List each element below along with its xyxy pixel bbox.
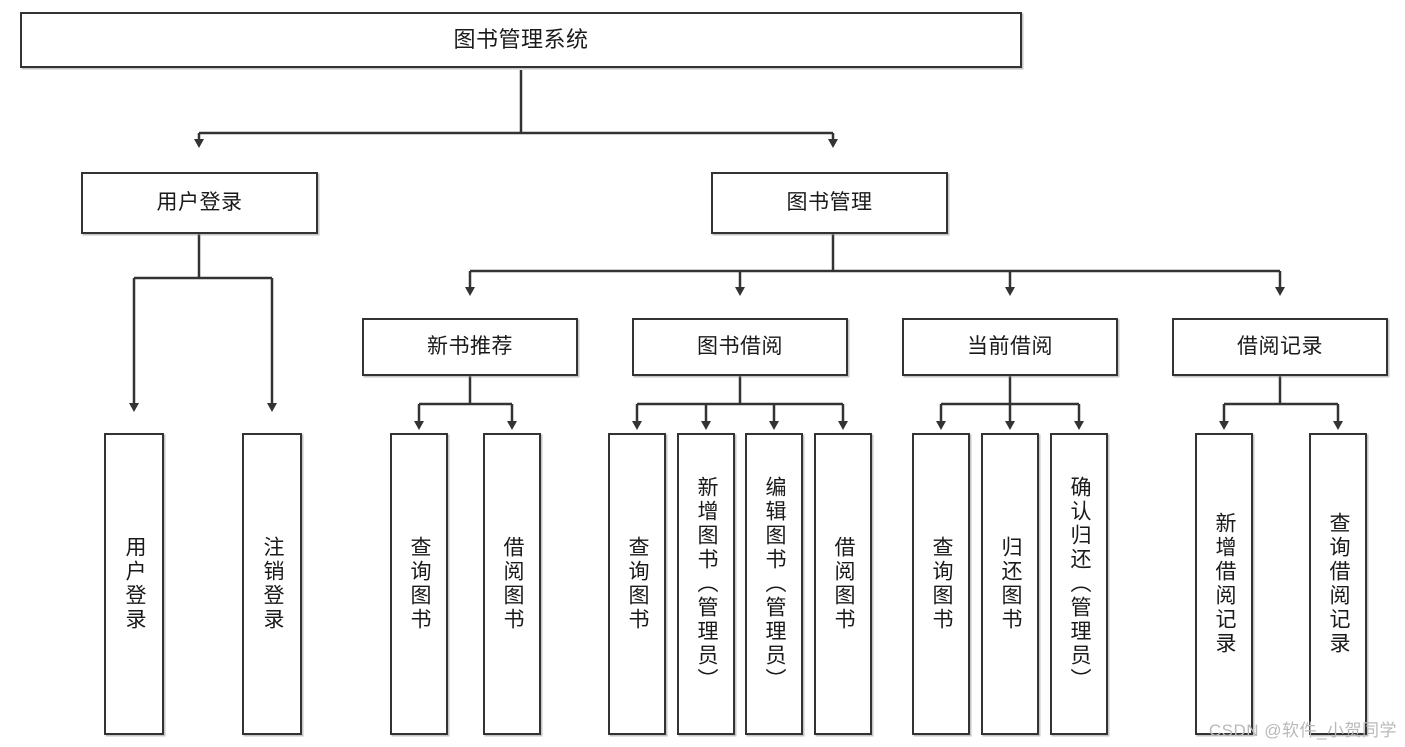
node-book-borrow[interactable]: 图书借阅 [632,318,848,376]
leaf-book-borrow-add-admin[interactable]: 新增图书（管理员） [677,433,735,735]
leaf-book-borrow-borrow[interactable]: 借阅图书 [814,433,872,735]
leaf-borrow-record-query[interactable]: 查询借阅记录 [1309,433,1367,735]
leaf-new-book-query[interactable]: 查询图书 [390,433,448,735]
node-user-login[interactable]: 用户登录 [81,172,318,234]
node-root-system[interactable]: 图书管理系统 [20,12,1022,68]
node-book-management[interactable]: 图书管理 [711,172,948,234]
leaf-user-login-signout[interactable]: 注销登录 [242,433,302,735]
leaf-book-borrow-edit-admin[interactable]: 编辑图书（管理员） [745,433,803,735]
leaf-user-login-signin[interactable]: 用户登录 [104,433,164,735]
leaf-borrow-record-add[interactable]: 新增借阅记录 [1195,433,1253,735]
leaf-current-borrow-confirm-admin[interactable]: 确认归还（管理员） [1050,433,1108,735]
leaf-current-borrow-return[interactable]: 归还图书 [981,433,1039,735]
node-current-borrow[interactable]: 当前借阅 [902,318,1118,376]
leaf-book-borrow-query[interactable]: 查询图书 [608,433,666,735]
node-new-book-recommend[interactable]: 新书推荐 [362,318,578,376]
leaf-new-book-borrow[interactable]: 借阅图书 [483,433,541,735]
node-borrow-record[interactable]: 借阅记录 [1172,318,1388,376]
leaf-current-borrow-query[interactable]: 查询图书 [912,433,970,735]
csdn-watermark: CSDN @软件_小贺同学 [1208,721,1397,740]
